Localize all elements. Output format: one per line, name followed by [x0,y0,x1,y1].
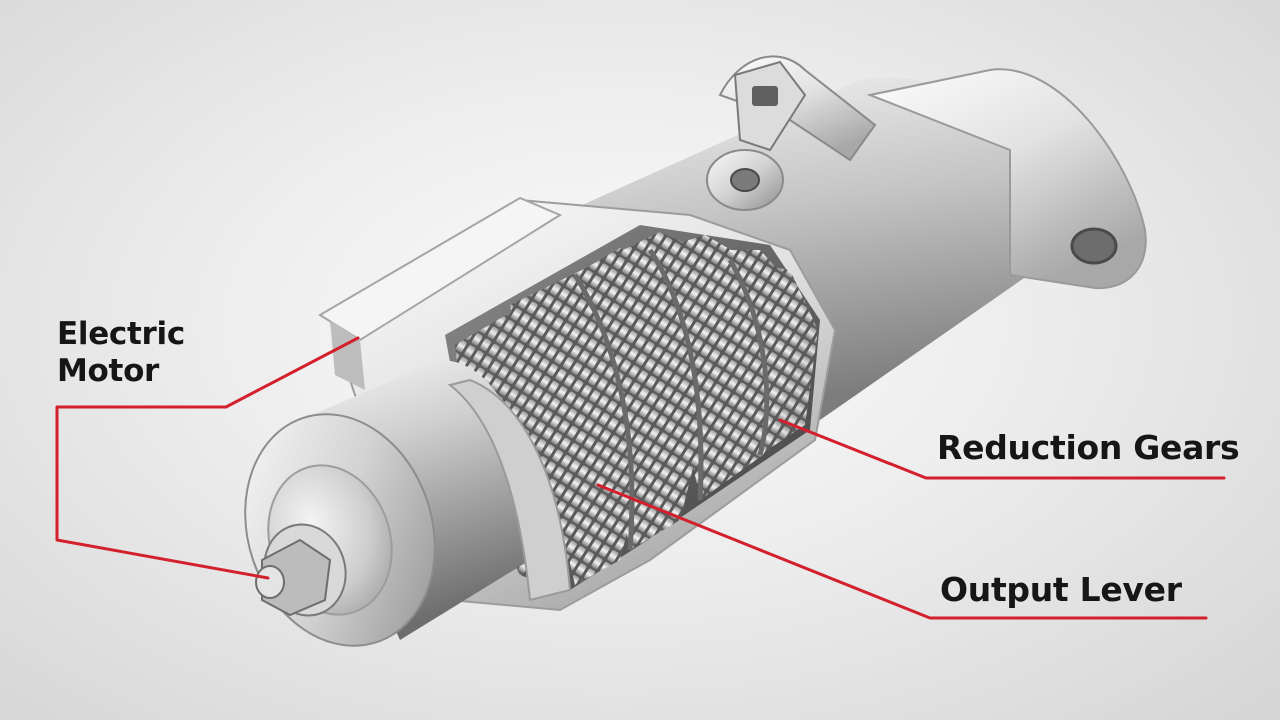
label-electric-motor-line1: Electric [57,316,185,352]
label-reduction-gears: Reduction Gears [937,428,1240,467]
leader-line-electric-motor [55,336,360,580]
leader-line-reduction-gears [778,418,1226,480]
motor-body [244,360,572,647]
leader-line-output-lever [596,483,1208,620]
shaft-nut [261,538,332,617]
mounting-hole [1070,227,1118,265]
label-output-lever: Output Lever [940,570,1182,609]
leader-lines [55,336,1226,620]
label-electric-motor-line2: Motor [57,353,160,389]
output-shaft [255,565,285,599]
label-electric-motor: Electric Motor [57,316,185,390]
